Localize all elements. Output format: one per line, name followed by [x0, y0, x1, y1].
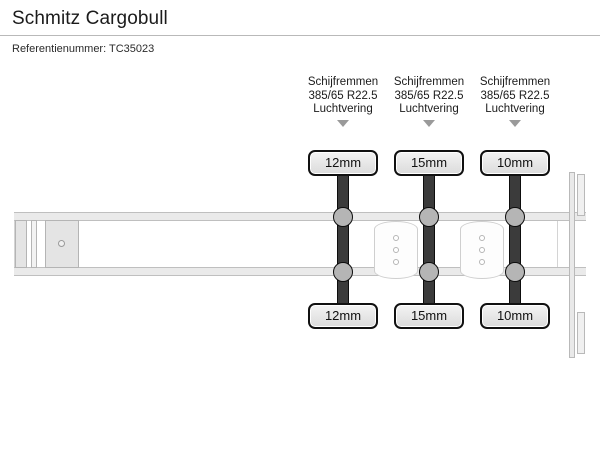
cross-member-hole [393, 259, 399, 265]
wheel-hub-2-bottom [419, 262, 439, 282]
tread-badge-bottom-3[interactable]: 10mm [480, 303, 550, 329]
wheel-hub-3-top [505, 207, 525, 227]
axle-2-brakes: Schijfremmen [393, 76, 465, 88]
page-title: Schmitz Cargobull [12, 8, 168, 29]
front-rib [31, 220, 37, 268]
cross-member-1 [374, 221, 418, 279]
wheel-hub-1-top [333, 207, 353, 227]
cross-member-hole [393, 247, 399, 253]
axle-1-tyre-size: 385/65 R22.5 [308, 89, 378, 102]
axle-bar-3 [509, 174, 521, 312]
tread-badge-top-1[interactable]: 12mm [308, 150, 378, 176]
axle-label-2: Schijfremmen 385/65 R22.5 Luchtvering [386, 76, 472, 117]
rear-bracket-top [577, 174, 585, 216]
reference-number: Referentienummer: TC35023 [12, 43, 155, 55]
wheel-hub-3-bottom [505, 262, 525, 282]
cross-member-hole [479, 259, 485, 265]
cross-member-hole [479, 247, 485, 253]
rear-post [569, 172, 575, 358]
front-edge-plate [15, 220, 27, 268]
triangle-down-icon-3 [509, 120, 521, 127]
kingpin-hole [58, 240, 65, 247]
axle-label-1: Schijfremmen 385/65 R22.5 Luchtvering [300, 76, 386, 117]
cross-member-hole [393, 235, 399, 241]
cross-member-2 [460, 221, 504, 279]
triangle-down-icon-2 [423, 120, 435, 127]
axle-3-tyre-size: 385/65 R22.5 [480, 89, 550, 102]
axle-2-tyre-size: 385/65 R22.5 [394, 89, 464, 102]
chassis-rail-bottom [14, 267, 562, 276]
tread-badge-bottom-1[interactable]: 12mm [308, 303, 378, 329]
wheel-hub-2-top [419, 207, 439, 227]
chassis-rail-top [14, 212, 562, 221]
axle-3-suspension: Luchtvering [485, 103, 545, 115]
rear-bracket-bottom [577, 312, 585, 354]
tread-badge-top-3[interactable]: 10mm [480, 150, 550, 176]
wheel-hub-1-bottom [333, 262, 353, 282]
triangle-down-icon-1 [337, 120, 349, 127]
cross-member-hole [479, 235, 485, 241]
trailer-diagram: Schijfremmen 385/65 R22.5 Luchtvering Sc… [0, 62, 600, 450]
tread-badge-top-2[interactable]: 15mm [394, 150, 464, 176]
axle-3-brakes: Schijfremmen [479, 76, 551, 88]
axle-bar-1 [337, 174, 349, 312]
axle-1-brakes: Schijfremmen [307, 76, 379, 88]
header-divider [0, 35, 600, 36]
axle-bar-2 [423, 174, 435, 312]
page-header: Schmitz Cargobull Referentienummer: TC35… [0, 0, 600, 55]
axle-label-3: Schijfremmen 385/65 R22.5 Luchtvering [472, 76, 558, 117]
tread-badge-bottom-2[interactable]: 15mm [394, 303, 464, 329]
axle-2-suspension: Luchtvering [399, 103, 459, 115]
axle-1-suspension: Luchtvering [313, 103, 373, 115]
